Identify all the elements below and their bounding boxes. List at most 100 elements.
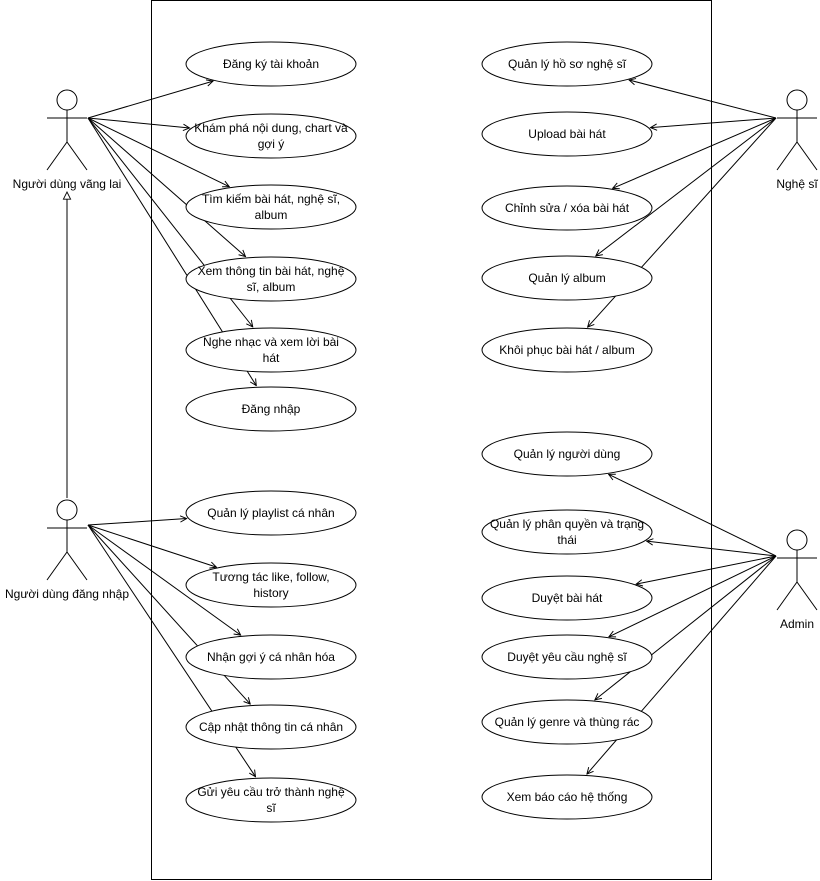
use-case-label: Đăng ký tài khoản [223,57,319,71]
actor-right-leg [796,141,818,171]
use-case-ellipse [185,562,357,608]
use-case-label: sĩ [266,801,276,815]
use-case-ellipse [185,386,357,432]
association-artist-uc15 [596,117,777,256]
use-case-ellipse [185,634,357,680]
actor-head [56,89,78,111]
actor-right-leg [66,141,88,171]
use-case-uc22: Xem báo cáo hệ thống [481,774,653,820]
association-admin-uc19 [636,555,777,584]
use-case-ellipse [185,704,357,750]
actor-head [786,529,808,551]
actor-user: Người dùng đăng nhập [5,499,129,601]
use-case-ellipse [185,41,357,87]
use-case-uc4: Xem thông tin bài hát, nghệ sĩ, album [185,256,357,302]
use-case-uc3: Tìm kiếm bài hát, nghệ sĩ,album [185,184,357,230]
use-case-label: thái [557,533,576,547]
association-admin-uc21 [595,555,777,700]
use-case-label: Upload bài hát [528,127,606,141]
use-case-label: Chỉnh sửa / xóa bài hát [505,201,630,215]
use-case-ellipse [185,256,357,302]
use-case-ellipse [185,184,357,230]
association-guest-uc1 [87,81,213,119]
association-admin-uc17 [609,474,777,557]
use-case-label: Nghe nhạc và xem lời bài [203,335,339,349]
use-case-uc2: Khám phá nội dung, chart và gợi ý [185,113,357,159]
use-case-uc8: Tương tác like, follow, history [185,562,357,608]
use-case-label: Quản lý hồ sơ nghệ sĩ [508,57,627,71]
association-user-uc9 [87,524,241,635]
use-case-uc6: Đăng nhập [185,386,357,432]
use-case-uc21: Quản lý genre và thùng rác [481,699,653,745]
actor-label: Admin [780,617,814,631]
use-case-uc20: Duyệt yêu cầu nghệ sĩ [481,634,653,680]
actor-artist: Nghệ sĩ [776,89,818,191]
association-admin-uc20 [609,555,777,637]
use-case-ellipse [185,113,357,159]
use-case-uc15: Quản lý album [481,255,653,301]
actor-left-leg [46,551,68,581]
actor-guest: Người dùng vãng lai [13,89,122,191]
use-case-uc11: Gửi yêu cầu trở thành nghệ sĩ [185,777,357,823]
association-artist-uc12 [629,80,777,119]
use-case-uc18: Quản lý phân quyền và trạng thái [481,509,653,555]
use-case-label: Quản lý người dùng [514,447,621,461]
use-case-label: Quản lý album [528,271,605,285]
use-case-label: Tương tác like, follow, [212,570,329,584]
actor-label: Người dùng đăng nhập [5,587,129,601]
use-case-ellipse [185,490,357,536]
use-case-label: Cập nhật thông tin cá nhân [199,720,343,734]
use-case-label: Quản lý phân quyền và trạng [490,517,644,531]
actor-left-leg [776,141,798,171]
actor-right-leg [796,581,818,611]
use-case-uc13: Upload bài hát [481,111,653,157]
use-case-ellipse [481,327,653,373]
use-case-label: sĩ, album [247,280,296,294]
use-case-label: Duyệt yêu cầu nghệ sĩ [507,650,627,664]
actor-admin: Admin [776,529,818,631]
use-case-uc1: Đăng ký tài khoản [185,41,357,87]
use-case-uc19: Duyệt bài hát [481,575,653,621]
use-case-label: Khám phá nội dung, chart và [194,121,348,135]
use-case-ellipse [481,509,653,555]
use-case-label: Quản lý playlist cá nhân [207,506,334,520]
use-case-uc14: Chỉnh sửa / xóa bài hát [481,185,653,231]
use-case-label: Khôi phục bài hát / album [499,343,634,357]
use-case-uc10: Cập nhật thông tin cá nhân [185,704,357,750]
use-case-uc9: Nhận gợi ý cá nhân hóa [185,634,357,680]
actor-label: Người dùng vãng lai [13,177,122,191]
actor-label: Nghệ sĩ [776,177,818,191]
use-case-label: gợi ý [258,137,285,151]
use-case-label: album [255,208,288,222]
association-admin-uc18 [647,541,777,557]
use-case-ellipse [481,634,653,680]
use-case-ellipse [481,41,653,87]
use-case-ellipse [481,111,653,157]
use-case-ellipse [481,774,653,820]
use-case-ellipse [481,699,653,745]
actor-head [56,499,78,521]
use-case-label: Đăng nhập [242,402,301,416]
association-user-uc8 [87,524,216,567]
association-user-uc7 [87,519,187,526]
use-case-label: Gửi yêu cầu trở thành nghệ [197,785,345,799]
use-case-uc16: Khôi phục bài hát / album [481,327,653,373]
use-case-ellipse [481,255,653,301]
use-case-label: Nhận gợi ý cá nhân hóa [207,650,335,664]
use-case-ellipse [481,575,653,621]
association-guest-uc2 [87,117,190,128]
use-case-ellipse [185,777,357,823]
actor-head [786,89,808,111]
use-case-label: history [253,586,288,600]
use-case-uc7: Quản lý playlist cá nhân [185,490,357,536]
use-case-label: hát [263,351,280,365]
use-case-ellipse [185,327,357,373]
association-artist-uc14 [613,117,777,188]
use-case-label: Duyệt bài hát [532,591,603,605]
actor-left-leg [776,581,798,611]
use-case-label: Xem thông tin bài hát, nghệ [198,264,345,278]
use-case-uc12: Quản lý hồ sơ nghệ sĩ [481,41,653,87]
